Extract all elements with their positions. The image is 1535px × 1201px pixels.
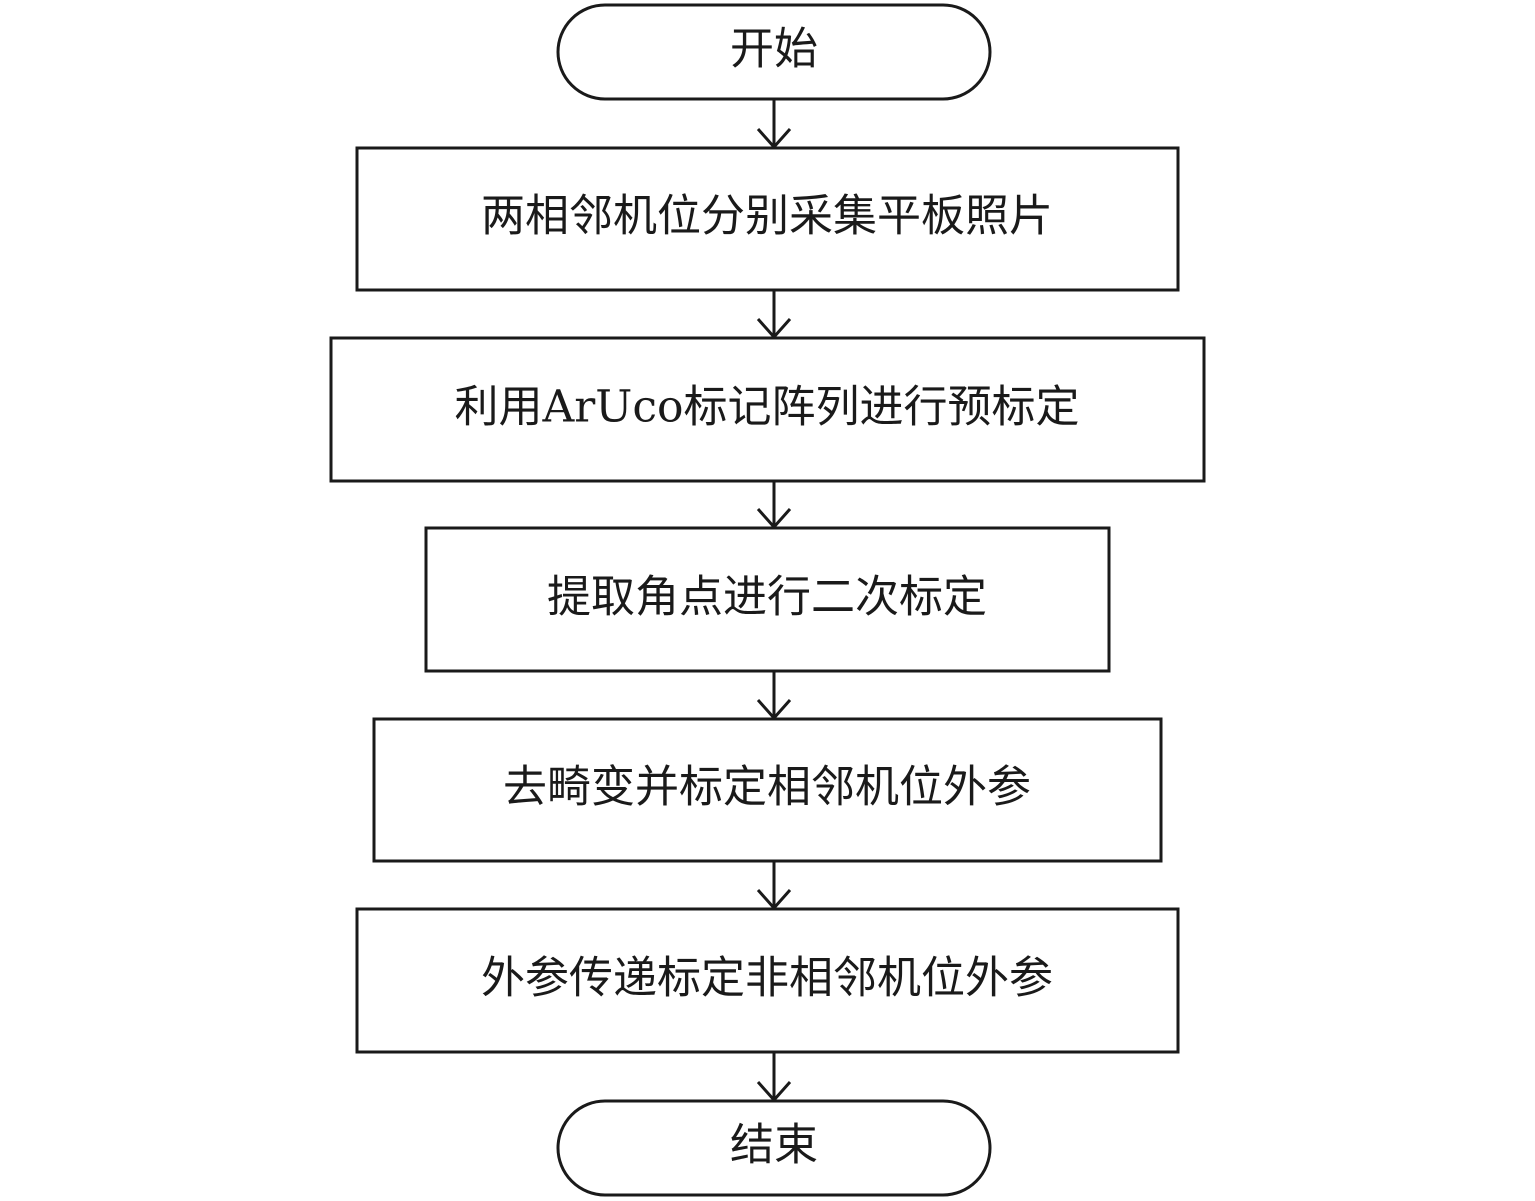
process-step-4-label: 去畸变并标定相邻机位外参 (503, 762, 1031, 813)
process-step-1-label: 两相邻机位分别采集平板照片 (481, 191, 1053, 242)
process-step-5: 外参传递标定非相邻机位外参 (355, 907, 1180, 1054)
process-step-1: 两相邻机位分别采集平板照片 (355, 146, 1180, 292)
arrow-step-4-to-step-5 (756, 861, 792, 911)
arrow-step-1-to-step-2 (756, 290, 792, 340)
start-node-label: 开始 (730, 24, 818, 75)
process-step-2-label: 利用ArUco标记阵列进行预标定 (454, 382, 1079, 433)
process-step-4: 去畸变并标定相邻机位外参 (372, 717, 1163, 863)
arrow-step-5-to-end (756, 1052, 792, 1103)
arrow-step-3-to-step-4 (756, 671, 792, 721)
arrow-start-to-step-1 (756, 99, 792, 150)
process-step-3-label: 提取角点进行二次标定 (547, 572, 987, 623)
arrow-step-2-to-step-3 (756, 481, 792, 530)
end-node: 结束 (556, 1099, 992, 1197)
end-node-label: 结束 (730, 1120, 818, 1171)
process-step-3: 提取角点进行二次标定 (424, 526, 1111, 673)
start-node: 开始 (556, 3, 992, 101)
process-step-2: 利用ArUco标记阵列进行预标定 (329, 336, 1206, 483)
process-step-5-label: 外参传递标定非相邻机位外参 (481, 953, 1053, 1004)
